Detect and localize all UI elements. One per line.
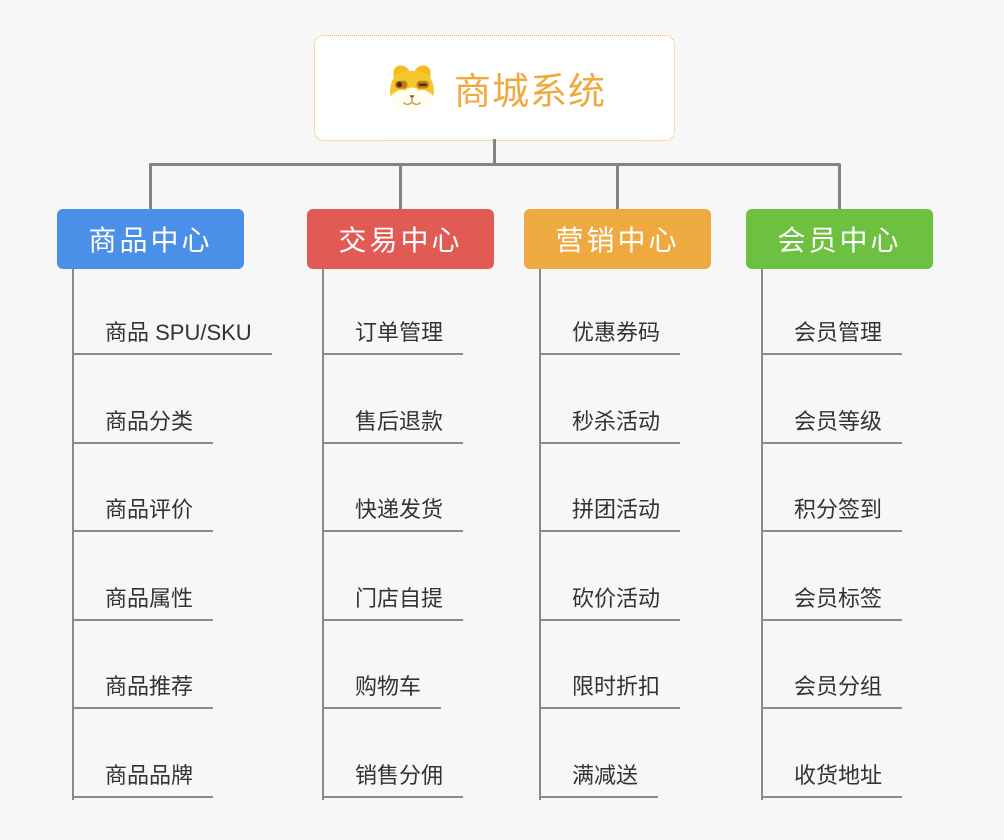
dog-face-icon: [383, 61, 441, 115]
branch-column-trade: 交易中心 订单管理 售后退款 快递发货 门店自提 购物车 销售分佣: [307, 209, 494, 800]
connector-root-drop: [493, 139, 496, 165]
node-item[interactable]: 商品评价: [72, 444, 272, 533]
node-item[interactable]: 门店自提: [322, 532, 464, 621]
branch-items: 订单管理 售后退款 快递发货 门店自提 购物车 销售分佣: [322, 269, 464, 798]
node-item[interactable]: 会员标签: [761, 532, 903, 621]
node-item[interactable]: 购物车: [322, 621, 463, 710]
node-item[interactable]: 砍价活动: [539, 532, 681, 621]
branch-column-marketing: 营销中心 优惠券码 秒杀活动 拼团活动 砍价活动 限时折扣 满减送: [524, 209, 711, 800]
branch-trunk-line: [539, 269, 541, 800]
connector-horizontal-bus: [149, 163, 841, 166]
node-item[interactable]: 商品分类: [72, 355, 272, 444]
connector-drop-3: [616, 164, 619, 210]
node-item[interactable]: 销售分佣: [322, 709, 464, 798]
node-item[interactable]: 会员等级: [761, 355, 903, 444]
branch-header-product[interactable]: 商品中心: [57, 209, 244, 269]
node-item[interactable]: 秒杀活动: [539, 355, 681, 444]
node-item[interactable]: 商品品牌: [72, 709, 272, 798]
node-item[interactable]: 商品 SPU/SKU: [72, 269, 272, 355]
node-item[interactable]: 快递发货: [322, 444, 464, 533]
branch-items: 优惠券码 秒杀活动 拼团活动 砍价活动 限时折扣 满减送: [539, 269, 681, 798]
node-item[interactable]: 订单管理: [322, 269, 464, 355]
node-item[interactable]: 会员分组: [761, 621, 903, 710]
node-item[interactable]: 拼团活动: [539, 444, 681, 533]
node-item[interactable]: 商品属性: [72, 532, 272, 621]
connector-drop-1: [149, 164, 152, 210]
branch-header-trade[interactable]: 交易中心: [307, 209, 494, 269]
root-title: 商城系统: [454, 71, 606, 112]
node-item[interactable]: 售后退款: [322, 355, 464, 444]
node-item[interactable]: 积分签到: [761, 444, 903, 533]
branch-header-member[interactable]: 会员中心: [746, 209, 933, 269]
connector-drop-2: [399, 164, 402, 210]
connector-drop-4: [838, 164, 841, 210]
node-item[interactable]: 优惠券码: [539, 269, 681, 355]
branch-column-product: 商品中心 商品 SPU/SKU 商品分类 商品评价 商品属性 商品推荐 商品品牌: [57, 209, 272, 800]
branch-trunk-line: [322, 269, 324, 800]
branch-trunk-line: [761, 269, 763, 800]
node-item[interactable]: 收货地址: [761, 709, 903, 798]
branch-trunk-line: [72, 269, 74, 800]
branch-items: 商品 SPU/SKU 商品分类 商品评价 商品属性 商品推荐 商品品牌: [72, 269, 272, 798]
branch-header-marketing[interactable]: 营销中心: [524, 209, 711, 269]
node-item[interactable]: 商品推荐: [72, 621, 272, 710]
root-node[interactable]: 商城系统: [314, 35, 675, 141]
node-item[interactable]: 满减送: [539, 709, 680, 798]
branch-column-member: 会员中心 会员管理 会员等级 积分签到 会员标签 会员分组 收货地址: [746, 209, 933, 800]
node-item[interactable]: 会员管理: [761, 269, 903, 355]
branch-items: 会员管理 会员等级 积分签到 会员标签 会员分组 收货地址: [761, 269, 903, 798]
node-item[interactable]: 限时折扣: [539, 621, 681, 710]
